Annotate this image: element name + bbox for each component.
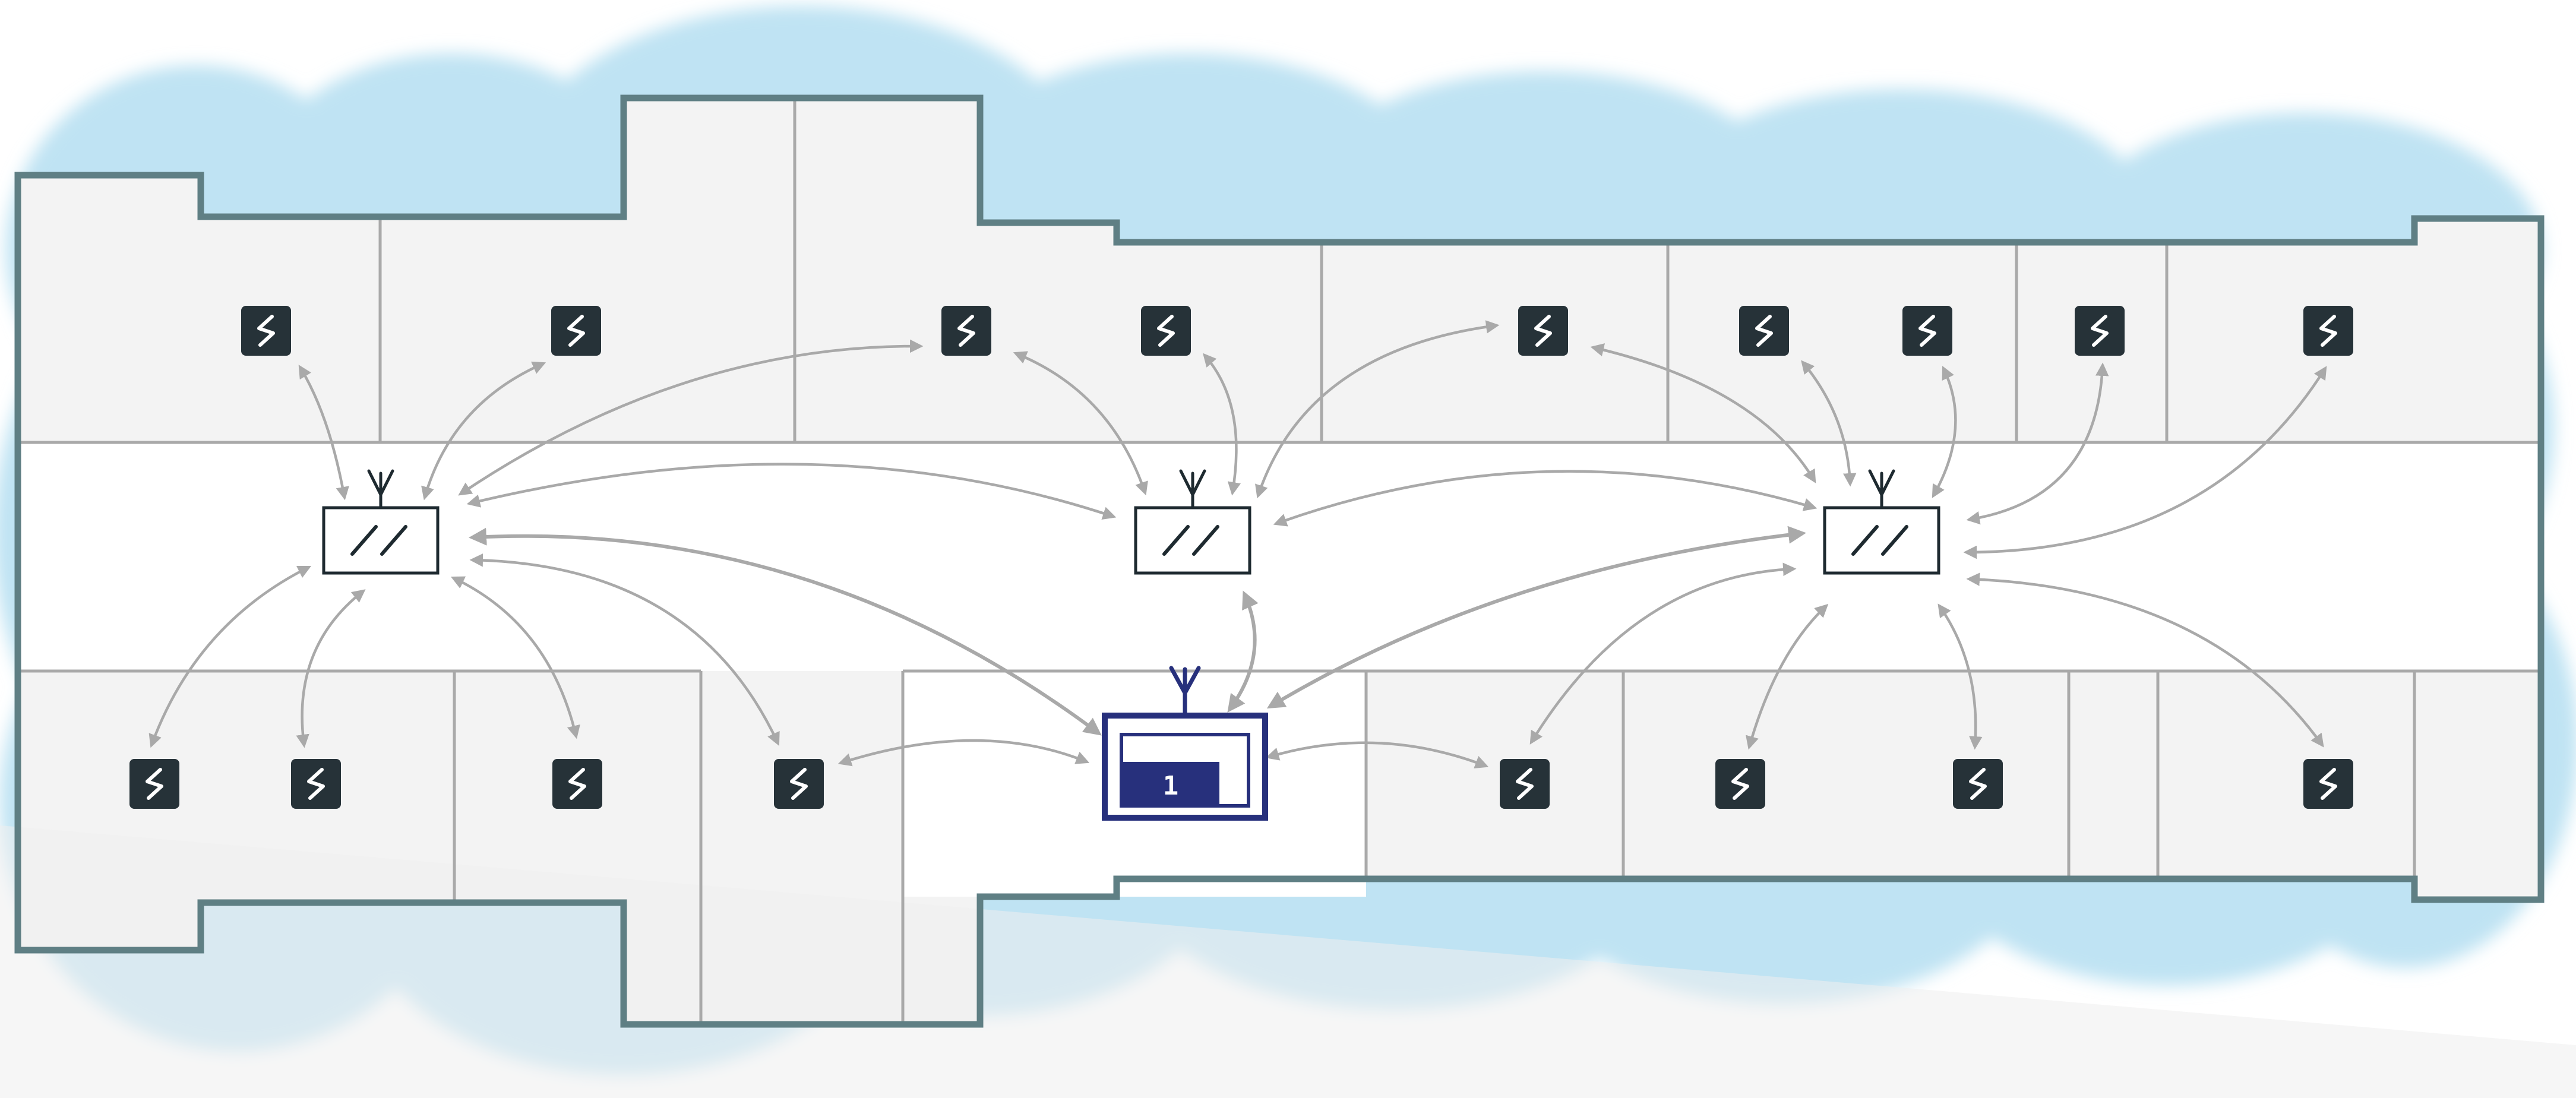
exterior-walls	[14, 94, 2545, 1028]
antenna-icon	[1179, 469, 1206, 510]
link-r1-s1	[298, 365, 349, 501]
lightning-bolt-icon	[2319, 315, 2337, 347]
sensor-17[interactable]	[2303, 759, 2353, 809]
sensor-11[interactable]	[291, 759, 341, 809]
sensor-4[interactable]	[1141, 306, 1191, 356]
control-panel-display	[1121, 762, 1219, 806]
antenna-icon	[367, 469, 394, 510]
lightning-bolt-icon	[1534, 315, 1552, 347]
lightning-bolt-icon	[1731, 768, 1749, 800]
wireless-links	[148, 320, 2327, 769]
link-r3-s16	[1963, 366, 2327, 559]
lightning-bolt-icon	[790, 768, 808, 800]
sensor-14[interactable]	[1500, 759, 1550, 809]
lightning-bolt-icon	[567, 315, 585, 347]
sensor-1[interactable]	[241, 306, 291, 356]
sensors	[129, 306, 2353, 809]
sensor-15[interactable]	[1715, 759, 1765, 809]
link-r3-s18	[1746, 603, 1829, 750]
lightning-bolt-icon	[957, 315, 975, 347]
sensor-3[interactable]	[941, 306, 991, 356]
link-r3-s20	[1966, 572, 2324, 748]
link-r3-s8	[1801, 360, 1857, 487]
sensor-10[interactable]	[129, 759, 179, 809]
link-r3-s7	[1590, 343, 1816, 483]
link-r1-s10	[148, 565, 312, 748]
sensor-8[interactable]	[2075, 306, 2125, 356]
link-r1-s11	[296, 589, 366, 748]
lightning-bolt-icon	[2091, 315, 2109, 347]
link-r3-panel	[1266, 526, 1806, 709]
sensor-2[interactable]	[551, 306, 601, 356]
link-panel-s14	[837, 739, 1090, 767]
sensor-13[interactable]	[774, 759, 824, 809]
lightning-bolt-icon	[1918, 315, 1936, 347]
link-r2-r3	[1273, 470, 1818, 527]
link-panel-s17	[1265, 741, 1489, 769]
antenna-icon	[1868, 469, 1895, 510]
sensor-16[interactable]	[1953, 759, 2003, 809]
link-r2-s5	[1203, 353, 1241, 496]
repeater-3[interactable]	[1823, 469, 1940, 575]
lightning-bolt-icon	[2319, 768, 2337, 800]
lightning-bolt-icon	[1516, 768, 1534, 800]
lightning-bolt-icon	[146, 768, 163, 800]
lightning-bolt-icon	[307, 768, 325, 800]
repeater-1[interactable]	[322, 469, 440, 575]
sensor-9[interactable]	[2303, 306, 2353, 356]
lightning-bolt-icon	[568, 768, 586, 800]
link-r2-s6	[1255, 320, 1500, 499]
sensor-5[interactable]	[1518, 306, 1568, 356]
sensor-7[interactable]	[1902, 306, 1952, 356]
link-r3-s9	[1932, 365, 1957, 498]
control-panel-antenna-icon	[1169, 666, 1201, 718]
control-panel[interactable]: 1	[1102, 666, 1268, 821]
lightning-bolt-icon	[1969, 768, 1987, 800]
link-r2-panel	[1227, 590, 1259, 713]
link-r1-panel	[469, 527, 1102, 736]
control-panel-label: 1	[1163, 771, 1179, 801]
lightning-bolt-icon	[257, 315, 275, 347]
link-r3-s17	[1529, 562, 1797, 745]
lightning-bolt-icon	[1157, 315, 1175, 347]
link-r2-s4	[1013, 351, 1148, 496]
lightning-bolt-icon	[1755, 315, 1773, 347]
link-r1-s3	[458, 339, 924, 496]
repeater-2[interactable]	[1134, 469, 1251, 575]
sensor-6[interactable]	[1739, 306, 1789, 356]
sensor-12[interactable]	[552, 759, 602, 809]
